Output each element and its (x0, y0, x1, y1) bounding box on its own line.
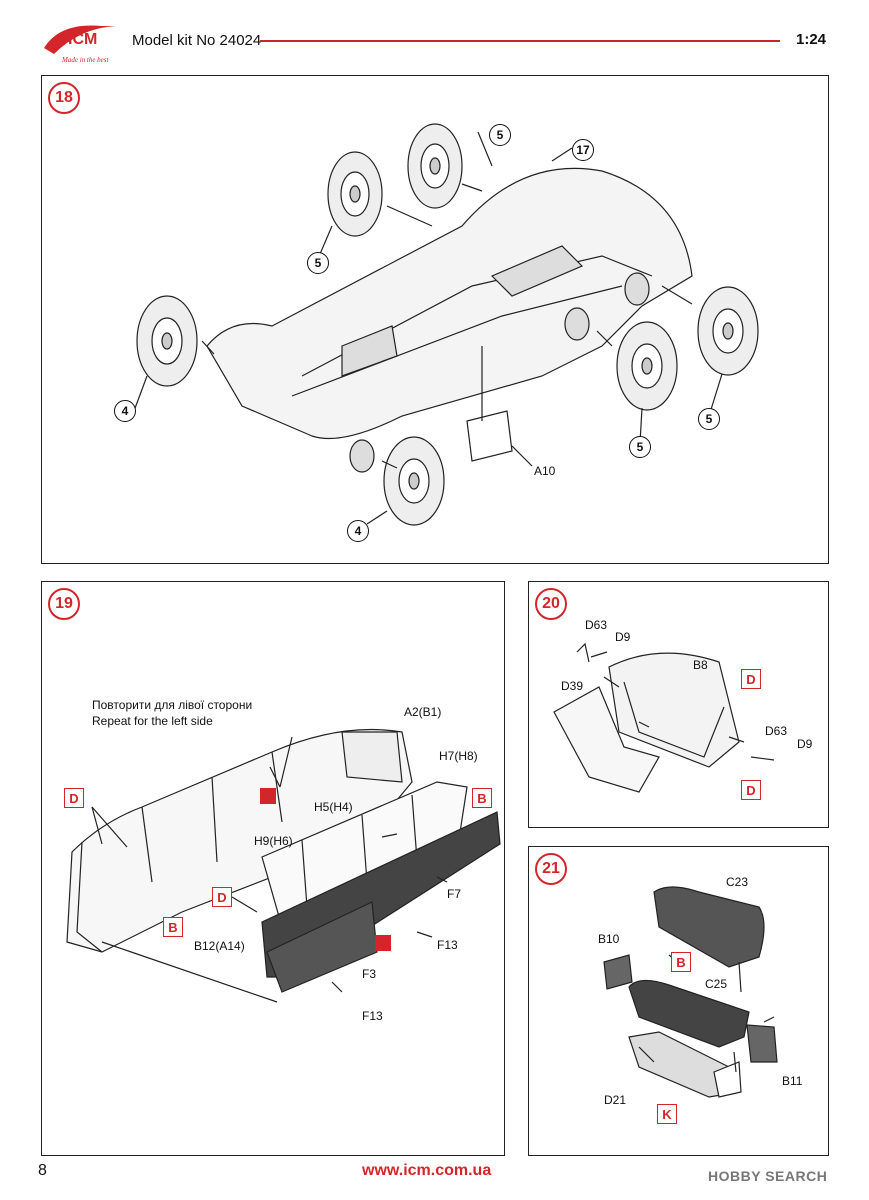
callout-ref: 4 (114, 400, 136, 422)
step-20-drawing (553, 642, 775, 793)
paint-tag: D (741, 780, 761, 800)
part-label: A2(B1) (404, 705, 442, 719)
step-18-panel: 18 5 17 5 4 5 5 4 A10 (41, 75, 829, 564)
part-label: D63 (585, 618, 608, 632)
part-label: D21 (604, 1093, 627, 1107)
repeat-note-ua: Повторити для лівої сторони (92, 698, 253, 712)
paint-tag: B (163, 917, 183, 937)
part-label: A10 (534, 464, 556, 478)
icm-logo: ICM Made in the best (40, 18, 120, 68)
callout-ref: 5 (307, 252, 329, 274)
callout-ref: 5 (698, 408, 720, 430)
logo-text: ICM (68, 31, 97, 48)
step-badge: 20 (535, 588, 567, 620)
part-label: F13 (437, 938, 458, 952)
part-label: F13 (362, 1009, 383, 1023)
page-number: 8 (38, 1162, 47, 1179)
step-20-panel: 20 D63 D9 B8 D39 D63 D9 D D (528, 581, 829, 828)
logo-tagline: Made in the best (61, 56, 110, 64)
part-label: D9 (615, 630, 631, 644)
part-label: C25 (705, 977, 728, 991)
part-label: F3 (362, 967, 377, 981)
step-badge: 18 (48, 82, 80, 114)
repeat-note-en: Repeat for the left side (92, 714, 213, 728)
part-label: H5(H4) (314, 800, 353, 814)
header-rule (260, 40, 780, 42)
part-label: D63 (765, 724, 788, 738)
paint-tag: B (671, 952, 691, 972)
glue-icon (260, 788, 276, 804)
part-label: B10 (598, 932, 620, 946)
website-link[interactable]: www.icm.com.ua (362, 1162, 492, 1179)
part-label: D9 (797, 737, 813, 751)
callout-ref: 17 (572, 139, 594, 161)
part-label: C23 (726, 875, 749, 889)
wheel (327, 151, 383, 237)
callout-ref: 5 (629, 436, 651, 458)
step-18-drawing (133, 123, 759, 526)
step-19-drawing (66, 728, 501, 1003)
kit-number: Model kit No 24024 (132, 32, 262, 49)
paint-tag: D (212, 887, 232, 907)
step-badge: 21 (535, 853, 567, 885)
step-21-drawing (603, 886, 778, 1098)
paint-tag: K (657, 1104, 677, 1124)
glue-icon (375, 935, 391, 951)
step-21-panel: 21 C23 B10 C25 D21 B11 B K (528, 846, 829, 1156)
paint-tag: D (741, 669, 761, 689)
part-label: B12(A14) (194, 939, 245, 953)
scale-label: 1:24 (796, 31, 827, 48)
part-label: F7 (447, 887, 462, 901)
part-label: B11 (782, 1074, 803, 1088)
part-label: D39 (561, 679, 584, 693)
watermark: HOBBY SEARCH (708, 1168, 828, 1184)
callout-ref: 4 (347, 520, 369, 542)
paint-tag: D (64, 788, 84, 808)
paint-tag: B (472, 788, 492, 808)
part-label: H9(H6) (254, 834, 293, 848)
step-19-panel: 19 Повторити для лівої сторони Repeat fo… (41, 581, 505, 1156)
part-label: H7(H8) (439, 749, 478, 763)
part-label: B8 (693, 658, 708, 672)
step-badge: 19 (48, 588, 80, 620)
callout-ref: 5 (489, 124, 511, 146)
